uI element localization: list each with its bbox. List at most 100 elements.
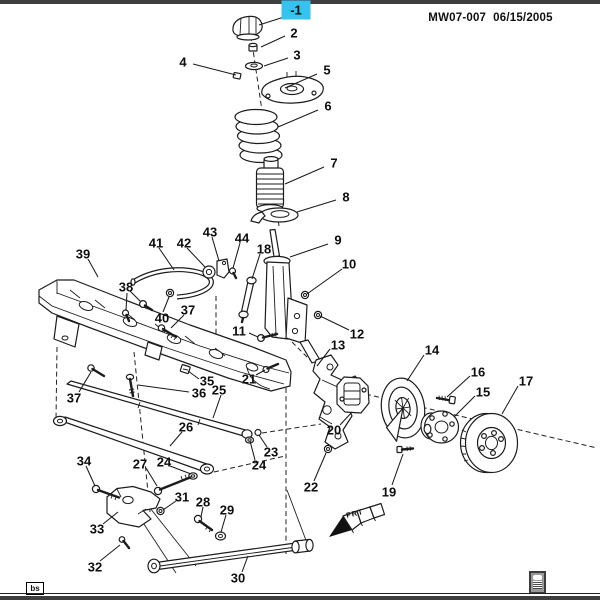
washer-24a <box>244 436 255 444</box>
strut-mount-part <box>261 71 324 104</box>
highlighted-callout-box <box>281 0 311 20</box>
brake-rotor-part <box>459 412 519 474</box>
callout-7[interactable]: 7 <box>330 156 337 171</box>
callout-9[interactable]: 9 <box>334 233 341 248</box>
callout-24[interactable]: 24 <box>252 458 267 473</box>
callout-35[interactable]: 35 <box>200 374 214 389</box>
leader-line <box>453 395 476 418</box>
callout-43[interactable]: 43 <box>203 225 217 240</box>
suspension-parts <box>38 15 519 574</box>
hub-bearing-part <box>420 410 460 444</box>
callout-32[interactable]: 32 <box>88 560 102 575</box>
leader-line <box>137 384 190 393</box>
leader-line <box>158 247 175 271</box>
strut-bolt-11 <box>257 332 279 343</box>
callout-40[interactable]: 40 <box>155 311 169 326</box>
leader-line <box>319 315 350 331</box>
callout-1[interactable]: -1 <box>290 3 302 18</box>
bolt-28 <box>193 514 214 533</box>
callout-11[interactable]: 11 <box>232 324 246 339</box>
callout-20[interactable]: 20 <box>327 423 341 438</box>
leader-line <box>85 465 96 487</box>
center-dash-line <box>213 455 286 473</box>
crossmember-part <box>38 279 292 392</box>
spring-seat-part <box>250 207 299 224</box>
callout-22[interactable]: 22 <box>304 480 318 495</box>
leader-line <box>501 385 519 415</box>
callout-39[interactable]: 39 <box>76 247 90 262</box>
center-dash-line <box>55 346 58 421</box>
callout-26[interactable]: 26 <box>179 420 193 435</box>
callout-17[interactable]: 17 <box>519 374 533 389</box>
construction-line <box>286 489 308 544</box>
callout-2[interactable]: 2 <box>290 26 297 41</box>
callout-38[interactable]: 38 <box>119 280 133 295</box>
leader-line <box>200 506 204 518</box>
stabilizer-bushing-part <box>202 265 216 279</box>
leader-line <box>263 57 289 67</box>
callout-44[interactable]: 44 <box>235 231 250 246</box>
toe-link-part <box>66 380 253 439</box>
center-dash-line <box>261 423 322 434</box>
callout-5[interactable]: 5 <box>323 63 330 78</box>
callout-25[interactable]: 25 <box>212 383 226 398</box>
callout-36[interactable]: 36 <box>192 386 206 401</box>
leader-line <box>186 247 206 268</box>
leader-line <box>169 465 192 475</box>
upper-washer-part <box>244 61 264 71</box>
coil-spring-part <box>234 108 283 164</box>
leader-line <box>220 514 227 533</box>
nut-22 <box>323 444 333 454</box>
leader-line <box>306 268 343 295</box>
small-nut-part <box>232 71 242 80</box>
callout-29[interactable]: 29 <box>220 503 234 518</box>
leader-line <box>284 166 325 185</box>
callout-21[interactable]: 21 <box>242 372 256 387</box>
bottom-frame-bar <box>0 596 600 600</box>
leader-line <box>187 370 200 380</box>
leader-line <box>258 434 268 448</box>
leader-line <box>248 332 259 338</box>
footnote-tag: bs <box>26 582 44 595</box>
cap-nut-part <box>248 42 258 52</box>
leader-line <box>169 431 183 447</box>
callout-28[interactable]: 28 <box>196 495 210 510</box>
callout-13[interactable]: 13 <box>331 338 345 353</box>
leader-line <box>162 500 177 511</box>
leader-line <box>211 236 220 262</box>
bottom-rule <box>0 593 600 594</box>
callout-12[interactable]: 12 <box>350 327 364 342</box>
callout-37[interactable]: 37 <box>181 303 195 318</box>
nut-23 <box>254 428 262 437</box>
callout-34[interactable]: 34 <box>77 454 92 469</box>
callout-42[interactable]: 42 <box>177 236 191 251</box>
callout-6[interactable]: 6 <box>324 99 331 114</box>
leader-line <box>249 440 256 461</box>
callout-37[interactable]: 37 <box>67 391 81 406</box>
callout-27[interactable]: 27 <box>133 457 147 472</box>
callout-41[interactable]: 41 <box>149 236 163 251</box>
callout-10[interactable]: 10 <box>342 257 356 272</box>
clamp-bolt-part <box>228 267 238 280</box>
document-icon[interactable] <box>529 571 546 594</box>
leader-line <box>446 375 471 398</box>
bolt-37-upper <box>157 324 178 341</box>
callout-8[interactable]: 8 <box>342 190 349 205</box>
bolt-34 <box>91 484 121 501</box>
callout-14[interactable]: 14 <box>425 343 440 358</box>
callout-3[interactable]: 3 <box>293 48 300 63</box>
callout-23[interactable]: 23 <box>264 445 278 460</box>
callout-33[interactable]: 33 <box>90 522 104 537</box>
callout-4[interactable]: 4 <box>179 55 187 70</box>
leader-line <box>125 292 128 311</box>
strut-boot-part <box>255 156 285 213</box>
callout-16[interactable]: 16 <box>471 365 485 380</box>
callout-15[interactable]: 15 <box>476 385 490 400</box>
strut-cap-part <box>232 15 263 41</box>
callout-19[interactable]: 19 <box>382 485 396 500</box>
callout-31[interactable]: 31 <box>175 490 189 505</box>
callout-30[interactable]: 30 <box>231 571 245 586</box>
callout-24[interactable]: 24 <box>157 455 172 470</box>
callout-18[interactable]: 18 <box>257 242 271 257</box>
